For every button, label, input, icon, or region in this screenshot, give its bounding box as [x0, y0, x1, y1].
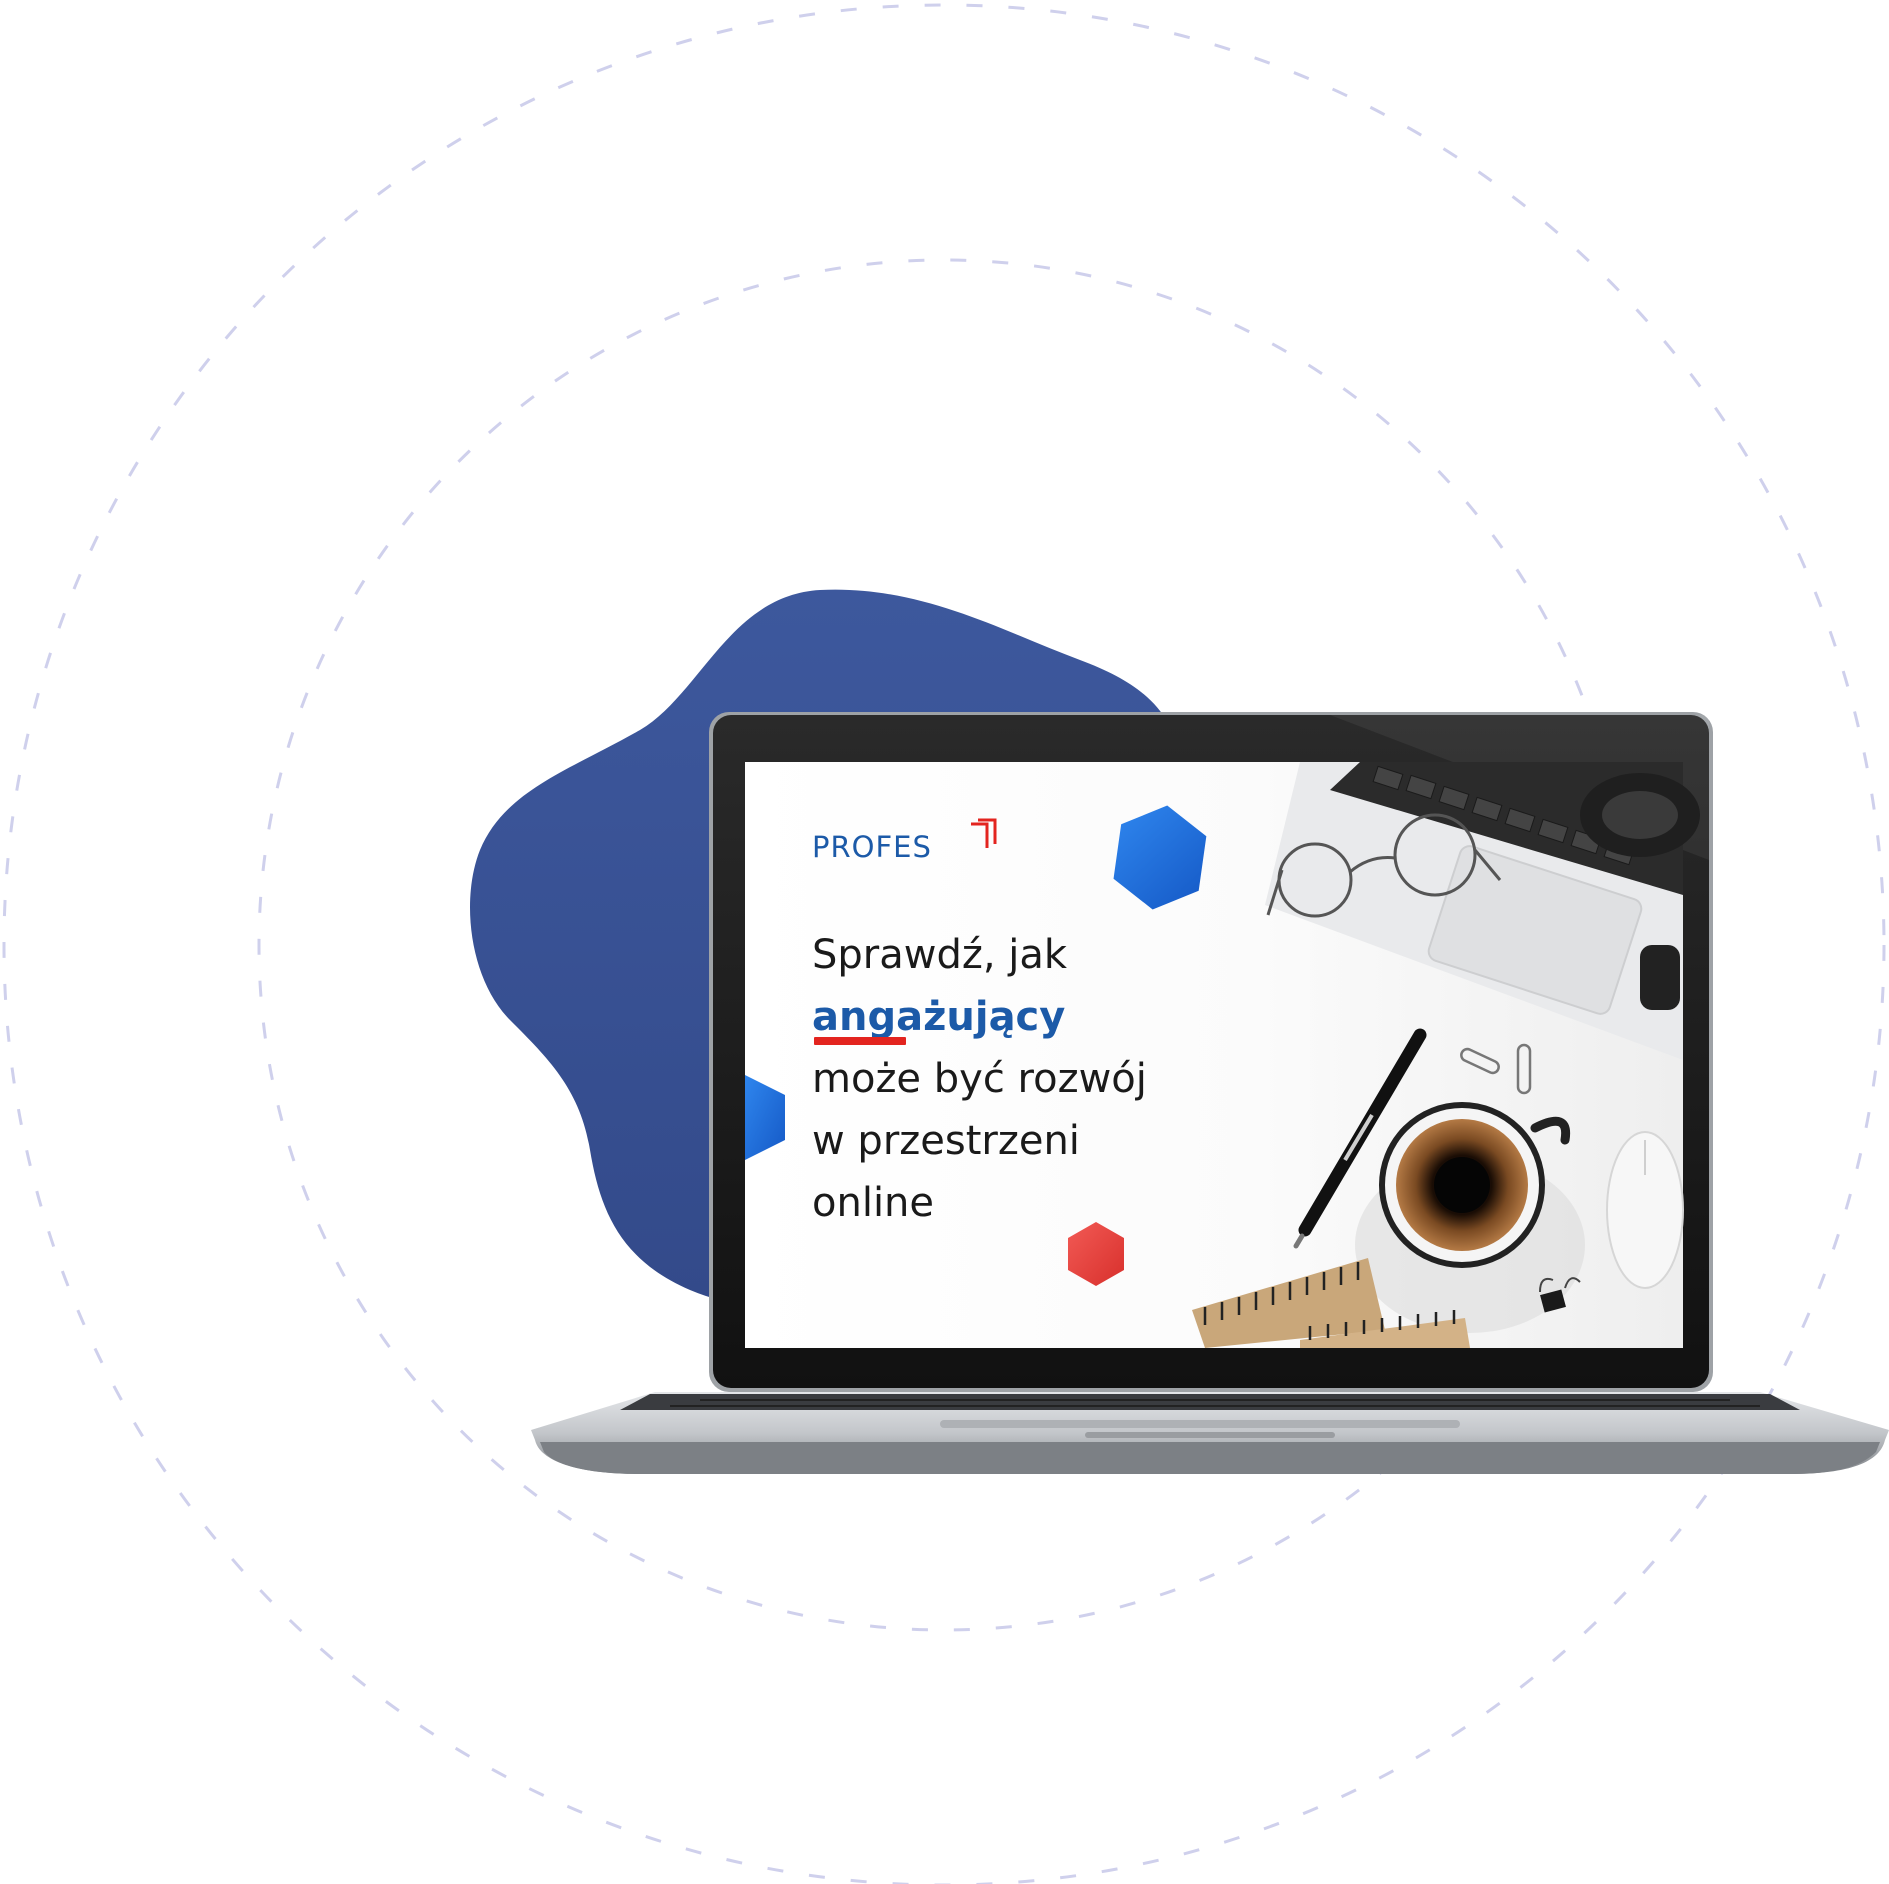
headline-highlight: angażujący — [812, 986, 1065, 1048]
logo-text: PROFES — [812, 830, 932, 864]
headline-line-4: w przestrzeni — [812, 1118, 1080, 1164]
headline-highlight-text: angażujący — [812, 994, 1066, 1040]
binder-clip-icon — [1539, 1277, 1581, 1313]
headline-line-3: może być rozwój — [812, 1056, 1147, 1102]
hexagon-blue-large — [1113, 805, 1207, 910]
headphones-icon — [1580, 773, 1700, 1010]
paperclip-icon — [1460, 1043, 1532, 1095]
pen-icon — [1293, 1028, 1427, 1249]
desk-photo — [745, 762, 1700, 1348]
headline-line-5: online — [812, 1180, 935, 1226]
notebook-icon — [1192, 1258, 1470, 1348]
mouse-icon — [1606, 1131, 1684, 1289]
headline: Sprawdź, jak angażujący może być rozwój … — [812, 924, 1252, 1234]
profes-arrows-icon — [971, 818, 997, 848]
hexagon-red — [1068, 1222, 1124, 1286]
glasses-icon — [1266, 813, 1502, 918]
coffee-cup-icon — [1355, 1102, 1585, 1333]
headline-line-1: Sprawdź, jak — [812, 932, 1068, 978]
highlight-underline — [814, 1037, 906, 1045]
hexagon-blue-small — [745, 1075, 785, 1160]
laptop-screen: PROFES Sprawdź, jak angażujący może być … — [745, 762, 1683, 1348]
